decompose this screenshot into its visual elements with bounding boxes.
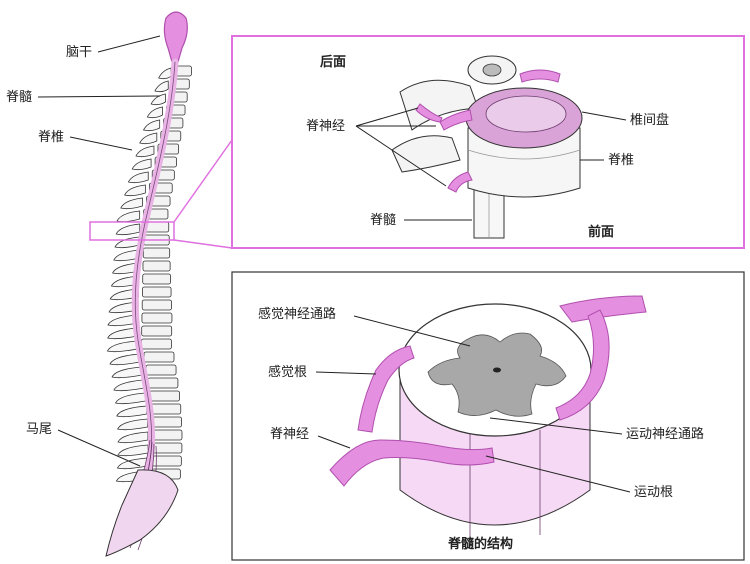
vertebra-process bbox=[155, 81, 168, 92]
label-vertebra: 脊椎 bbox=[38, 130, 64, 145]
label-disc: 椎间盘 bbox=[630, 112, 669, 128]
vertebra-process bbox=[115, 237, 140, 248]
vertebra-process bbox=[116, 224, 140, 235]
label-spinal-cord: 脊髓 bbox=[6, 90, 32, 105]
vertebral-body bbox=[142, 300, 171, 310]
vertebra-process bbox=[159, 68, 171, 79]
vertebra-detail-panel: 后面 前面 脊神经 椎间盘 脊椎 脊髓 bbox=[232, 36, 744, 248]
label-vd-spinal-cord: 脊髓 bbox=[370, 213, 396, 228]
vertebral-body bbox=[141, 339, 171, 349]
label-vd-vertebra: 脊椎 bbox=[608, 153, 634, 168]
vertebral-body bbox=[144, 352, 174, 362]
vertebra-process bbox=[128, 172, 148, 183]
label-motor-pathway: 运动神经通路 bbox=[626, 426, 704, 442]
vertebral-body bbox=[143, 248, 169, 258]
cord-structure-title: 脊髓的结构 bbox=[447, 536, 513, 552]
vertebra-process bbox=[117, 406, 147, 417]
vertebral-body bbox=[143, 274, 171, 284]
vertebra-process bbox=[117, 458, 147, 469]
vertebral-body bbox=[142, 326, 172, 336]
label-cs-spinal-nerve: 脊神经 bbox=[270, 427, 309, 442]
label-motor-root: 运动根 bbox=[634, 485, 673, 500]
cord-structure-panel: 感觉神经通路 感觉根 脊神经 运动神经通路 运动根 脊髓的结构 bbox=[232, 272, 744, 560]
vertebral-body bbox=[146, 365, 176, 375]
label-back: 后面 bbox=[320, 54, 346, 70]
vertebra-process bbox=[147, 107, 162, 118]
vertebral-body bbox=[152, 430, 182, 440]
vertebra-process bbox=[118, 432, 148, 443]
vertebra-process bbox=[118, 445, 148, 456]
vertebral-body bbox=[142, 313, 172, 323]
vertebra-process bbox=[110, 354, 140, 365]
vertebra-process bbox=[136, 146, 154, 157]
vertebral-body bbox=[143, 261, 170, 271]
label-vd-spinal-nerve: 脊神经 bbox=[306, 119, 345, 134]
vertebra-process bbox=[114, 380, 144, 391]
vertebra-process bbox=[125, 185, 146, 196]
vertebral-body bbox=[142, 287, 171, 297]
vertebra-process bbox=[144, 120, 160, 131]
vertebra-process bbox=[116, 393, 146, 404]
label-brainstem: 脑干 bbox=[66, 45, 92, 60]
vertebra-process bbox=[117, 211, 140, 222]
vertebra-process bbox=[121, 198, 143, 209]
vertebral-body bbox=[150, 391, 180, 401]
zoom-connector bbox=[174, 140, 232, 248]
label-sensory-pathway: 感觉神经通路 bbox=[258, 306, 336, 322]
label-sensory-root: 感觉根 bbox=[268, 364, 307, 380]
vertebra-process bbox=[140, 133, 157, 144]
vertebra-process bbox=[107, 341, 137, 352]
label-cauda-equina: 马尾 bbox=[26, 422, 52, 437]
vertebral-body bbox=[152, 417, 182, 427]
vertebral-body bbox=[151, 404, 181, 414]
sacrum-shape bbox=[106, 470, 178, 556]
vertebral-body bbox=[148, 378, 178, 388]
vertebra-process bbox=[132, 159, 151, 170]
brainstem-shape bbox=[164, 12, 187, 62]
vertebra-process bbox=[118, 419, 148, 430]
label-front: 前面 bbox=[588, 224, 614, 240]
full-spine-illustration bbox=[90, 12, 191, 556]
vertebra-process bbox=[112, 367, 142, 378]
